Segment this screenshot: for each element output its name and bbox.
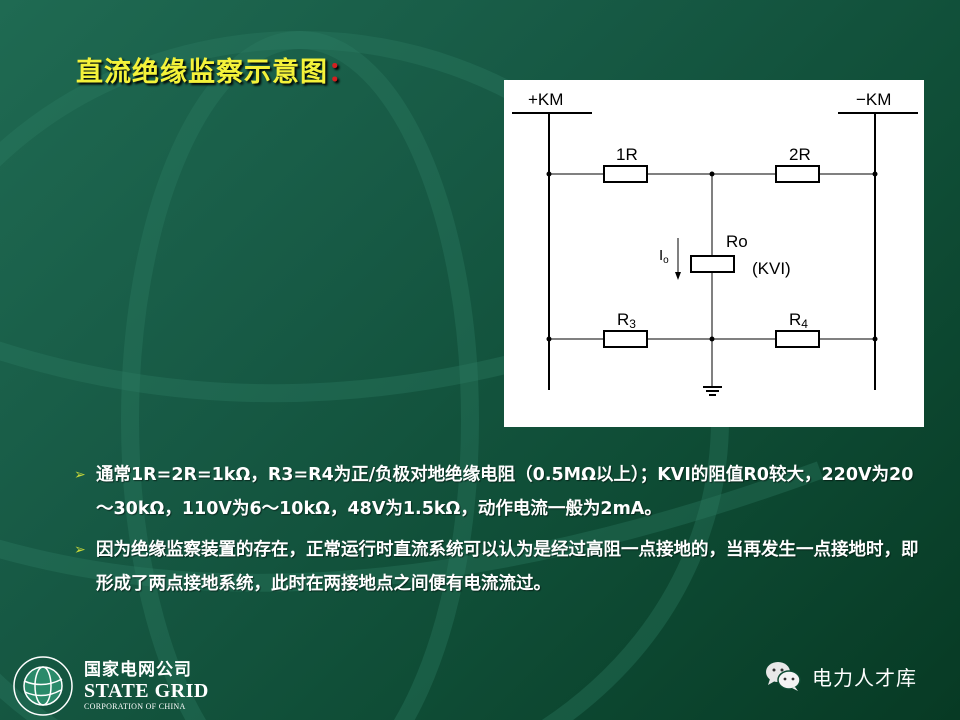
logo-subtitle: CORPORATION OF CHINA bbox=[84, 702, 186, 711]
bullet-item: ➢ 因为绝缘监察装置的存在，正常运行时直流系统可以认为是经过高阻一点接地的，当再… bbox=[74, 533, 924, 601]
logo-english-name: STATE GRID bbox=[84, 680, 209, 702]
kvi-label: (KVI) bbox=[752, 259, 791, 278]
resistor-r3-label: R3 bbox=[617, 310, 636, 331]
resistor-2r bbox=[775, 165, 820, 183]
insulation-monitor-schematic: +KM −KM 1R 2R Ro (KVI) Io R3 R4 bbox=[512, 90, 918, 396]
arrow-bullet-icon: ➢ bbox=[74, 467, 86, 483]
wechat-watermark: 电力人才库 bbox=[764, 660, 917, 692]
state-grid-logo: 国家电网公司 STATE GRID CORPORATION OF CHINA bbox=[12, 655, 209, 717]
ground-icon bbox=[703, 386, 722, 396]
circuit-diagram: +KM −KM 1R 2R Ro (KVI) Io R3 R4 bbox=[504, 80, 924, 427]
current-arrow-head bbox=[675, 272, 681, 280]
resistor-2r-label: 2R bbox=[789, 145, 811, 164]
resistor-r4-label: R4 bbox=[789, 310, 808, 331]
resistor-r4 bbox=[775, 330, 820, 348]
positive-bus-label: +KM bbox=[528, 90, 563, 109]
logo-chinese-name: 国家电网公司 bbox=[84, 660, 192, 680]
title-text: 直流绝缘监察示意图 bbox=[76, 57, 328, 88]
title-colon: ： bbox=[328, 57, 356, 88]
resistor-1r bbox=[603, 165, 648, 183]
globe-icon bbox=[13, 656, 73, 716]
resistor-1r-label: 1R bbox=[616, 145, 638, 164]
resistor-r0-label: Ro bbox=[726, 232, 748, 251]
negative-bus-label: −KM bbox=[856, 90, 891, 109]
slide-title: 直流绝缘监察示意图： bbox=[76, 50, 356, 89]
resistor-r3 bbox=[603, 330, 648, 348]
watermark-text: 电力人才库 bbox=[812, 665, 917, 690]
bullet-text: 因为绝缘监察装置的存在，正常运行时直流系统可以认为是经过高阻一点接地的，当再发生… bbox=[96, 540, 919, 594]
resistor-r0-kvi bbox=[690, 255, 735, 273]
current-label: Io bbox=[659, 247, 669, 266]
wechat-icon bbox=[766, 662, 801, 691]
arrow-bullet-icon: ➢ bbox=[74, 542, 86, 558]
bullet-text: 通常1R=2R=1kΩ，R3=R4为正/负极对地绝缘电阻（0.5MΩ以上）；KV… bbox=[96, 465, 914, 519]
bullet-item: ➢ 通常1R=2R=1kΩ，R3=R4为正/负极对地绝缘电阻（0.5MΩ以上）；… bbox=[74, 458, 924, 526]
bullet-list: ➢ 通常1R=2R=1kΩ，R3=R4为正/负极对地绝缘电阻（0.5MΩ以上）；… bbox=[74, 458, 924, 608]
